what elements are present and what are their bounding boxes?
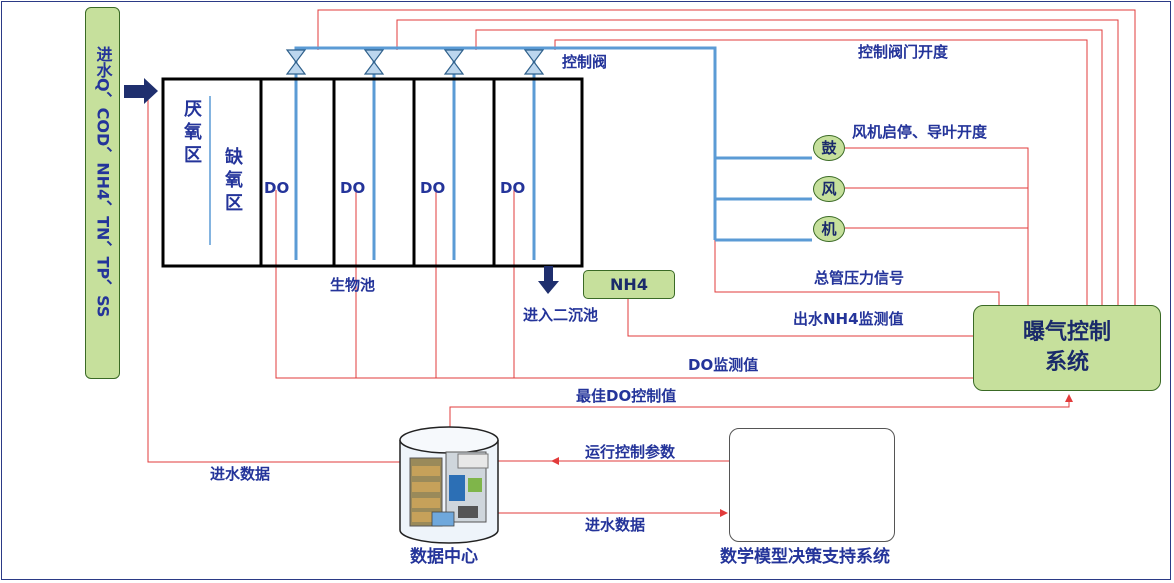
valve-opening-label: 控制阀门开度 bbox=[858, 43, 949, 61]
blower-1: 鼓 bbox=[813, 135, 845, 161]
nh4-sensor-box: NH4 bbox=[583, 270, 675, 299]
inflow-data-left-label: 进水数据 bbox=[210, 465, 271, 483]
inflow-parameters-text: 进水Q、COD、NH4、TN、TP、SS bbox=[93, 46, 113, 318]
bio-tank-label: 生物池 bbox=[330, 276, 376, 294]
decision-system-box bbox=[729, 428, 895, 542]
data-center-icon bbox=[399, 426, 499, 544]
inflow-parameters-box: 进水Q、COD、NH4、TN、TP、SS bbox=[85, 7, 120, 379]
decision-system-label: 数学模型决策支持系统 bbox=[720, 547, 890, 567]
optimal-do-label: 最佳DO控制值 bbox=[576, 387, 677, 405]
inflow-data-right-label: 进水数据 bbox=[585, 516, 646, 534]
blower-3: 机 bbox=[813, 216, 845, 242]
signal-lines bbox=[147, 9, 1136, 517]
anoxic-zone-label: 缺氧区 bbox=[225, 147, 243, 214]
header-pressure-label: 总管压力信号 bbox=[814, 269, 905, 287]
control-valves bbox=[285, 49, 545, 75]
do-label-1: DO bbox=[264, 179, 290, 197]
do-label-2: DO bbox=[340, 179, 366, 197]
fan-control-label: 风机启停、导叶开度 bbox=[852, 123, 988, 141]
aeration-system-line1: 曝气控制 bbox=[1022, 320, 1111, 345]
do-label-3: DO bbox=[420, 179, 446, 197]
inlet-arrow bbox=[124, 78, 158, 104]
to-clarifier-label: 进入二沉池 bbox=[523, 306, 599, 324]
bio-tank bbox=[161, 77, 584, 268]
outlet-arrow bbox=[538, 266, 559, 294]
aeration-control-system-box: 曝气控制 系统 bbox=[973, 305, 1161, 391]
run-params-label: 运行控制参数 bbox=[585, 443, 676, 461]
aeration-system-line2: 系统 bbox=[1044, 350, 1089, 375]
blower-2: 风 bbox=[813, 176, 845, 202]
do-monitor-label: DO监测值 bbox=[688, 356, 759, 374]
data-center-label: 数据中心 bbox=[410, 547, 478, 567]
effluent-nh4-label: 出水NH4监测值 bbox=[793, 310, 904, 328]
do-label-4: DO bbox=[500, 179, 526, 197]
air-pipes bbox=[294, 46, 812, 260]
control-valve-label: 控制阀 bbox=[562, 53, 608, 71]
anaerobic-zone-label: 厌氧区 bbox=[184, 99, 202, 166]
